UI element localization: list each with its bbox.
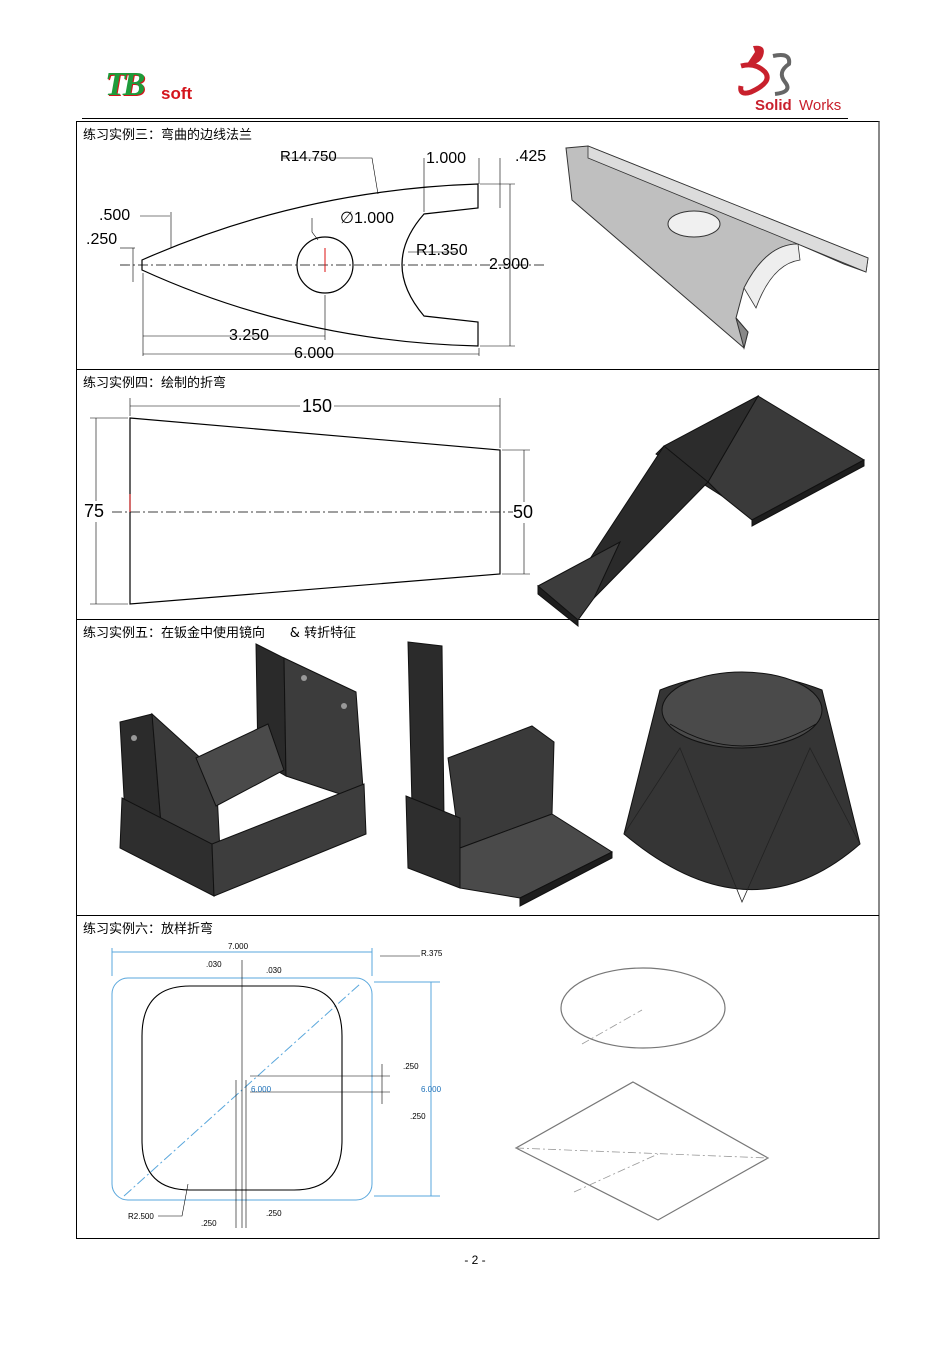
dim-6000-right: 6.000	[421, 1085, 442, 1094]
dim-0250-top: .250	[403, 1062, 419, 1071]
solidworks-brand-bold: Solid	[755, 97, 792, 114]
solidworks-logo: Solid Works	[733, 42, 853, 118]
dim-1000-top: 1.000	[426, 150, 467, 167]
dim-2900: 2.900	[489, 256, 530, 273]
dim-r0375: R.375	[421, 949, 443, 958]
transition-cone-render	[623, 671, 861, 904]
section-6-title: 练习实例六：放样折弯	[83, 922, 214, 937]
section-divider	[76, 369, 879, 370]
section-divider	[76, 619, 879, 620]
loft-profiles-render	[514, 967, 770, 1221]
dim-150: 150	[300, 396, 335, 417]
ds-swoosh-icon	[738, 45, 792, 96]
dim-r1350: R1.350	[416, 242, 468, 259]
dim-0250: .250	[86, 231, 118, 248]
dim-hole-diameter: ∅1.000	[340, 210, 394, 227]
dim-r2500: R2.500	[128, 1212, 154, 1221]
page-number: - 2 -	[464, 1253, 486, 1267]
dim-r14750: R14.750	[280, 148, 337, 165]
section-divider	[76, 915, 879, 916]
dim-6000-mid: 6.000	[251, 1085, 272, 1094]
mirror-part-render	[119, 643, 367, 897]
dim-7000: 7.000	[228, 942, 249, 951]
dim-6000: 6.000	[294, 345, 335, 362]
dim-0250-b1: .250	[201, 1219, 217, 1228]
bend-3d-render	[537, 394, 866, 628]
jog-part-render	[405, 641, 614, 907]
section-5-title: 练习实例五：在钣金中使用镜向 & 转折特征	[83, 626, 357, 641]
section-3-title: 练习实例三：弯曲的边线法兰	[83, 128, 253, 143]
content-frame	[76, 121, 880, 1239]
section-4-title: 练习实例四：绘制的折弯	[83, 376, 227, 391]
logo-soft-text: soft	[161, 84, 193, 103]
dim-3250: 3.250	[229, 327, 270, 344]
header-rule	[82, 118, 848, 119]
tb-soft-logo: TB soft	[105, 66, 205, 108]
dim-0500: .500	[99, 207, 131, 224]
flange-3d-render	[565, 145, 869, 350]
dim-gap-030-a: .030	[206, 960, 222, 969]
solidworks-brand-rest: Works	[799, 97, 842, 114]
dim-0250-bottom: .250	[410, 1112, 426, 1121]
dim-50: 50	[513, 502, 534, 523]
dim-gap-030-b: .030	[266, 966, 282, 975]
dim-75: 75	[84, 501, 105, 522]
dim-0425: .425	[515, 148, 547, 165]
dim-0250-b2: .250	[266, 1209, 282, 1218]
logo-tb-text: TB	[105, 66, 145, 103]
